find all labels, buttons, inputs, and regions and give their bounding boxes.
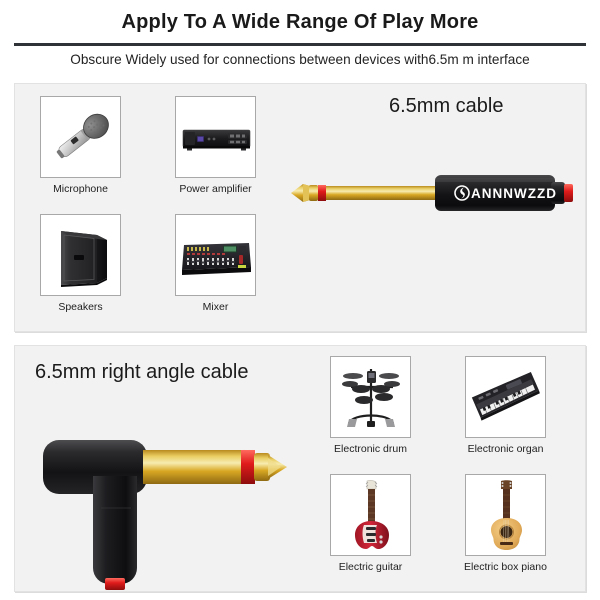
- thumbnail-caption: Electronic organ: [467, 443, 544, 455]
- electronic-organ-icon: [471, 371, 540, 421]
- thumbnail-caption: Microphone: [53, 183, 108, 195]
- plug-tip: [291, 184, 318, 202]
- speaker-icon: [61, 231, 107, 287]
- microphone-icon: [56, 113, 109, 159]
- list-item: Power amplifier: [168, 96, 263, 206]
- list-item: Electronic drum: [323, 356, 418, 466]
- page-header: Apply To A Wide Range Of Play More Obscu…: [0, 0, 600, 67]
- plug-ring: [241, 450, 255, 484]
- plug-ring: [318, 185, 326, 201]
- plug-shaft: [143, 450, 247, 484]
- plug-shaft: [326, 186, 438, 200]
- connector-body: [435, 175, 555, 211]
- thumbnail-mixer: [175, 214, 256, 296]
- thumbnail-caption: Mixer: [202, 301, 229, 313]
- power-amplifier-icon: [182, 129, 251, 151]
- panel-right-angle-cable: 6.5mm right angle cable: [14, 345, 586, 592]
- heading-right-angle-cable: 6.5mm right angle cable: [35, 361, 249, 383]
- device-thumbnail-grid-top: Microphone: [33, 96, 263, 324]
- thumbnail-electric-box-piano: [465, 474, 546, 556]
- thumbnail-speakers: [40, 214, 121, 296]
- connector-handle: [93, 476, 137, 584]
- title-divider: [14, 43, 586, 46]
- panel-straight-cable: 6.5mm cable: [14, 83, 586, 332]
- thumbnail-electronic-drum: [330, 356, 411, 438]
- thumbnail-electronic-organ: [465, 356, 546, 438]
- plug-tip: [254, 453, 287, 481]
- thumbnail-power-amplifier: [175, 96, 256, 178]
- thumbnail-caption: Electric box piano: [464, 561, 547, 573]
- heading-straight-cable: 6.5mm cable: [389, 95, 504, 117]
- page-title: Apply To A Wide Range Of Play More: [121, 11, 479, 33]
- electronic-drum-icon: [342, 369, 400, 427]
- device-thumbnail-grid-bottom: Electronic drum: [323, 356, 553, 584]
- list-item: Electric guitar: [323, 474, 418, 584]
- thumbnail-electric-guitar: [330, 474, 411, 556]
- page-subtitle: Obscure Widely used for connections betw…: [70, 52, 530, 67]
- electric-guitar-icon: [355, 480, 389, 549]
- product-image-straight-cable: ANNNWZZD: [283, 162, 579, 224]
- list-item: Electric box piano: [458, 474, 553, 584]
- list-item: Microphone: [33, 96, 128, 206]
- thumbnail-caption: Power amplifier: [179, 183, 252, 195]
- list-item: Speakers: [33, 214, 128, 324]
- thumbnail-caption: Electric guitar: [338, 561, 403, 573]
- thumbnail-caption: Speakers: [58, 301, 103, 313]
- thumbnail-microphone: [40, 96, 121, 178]
- strain-relief: [564, 184, 573, 202]
- product-image-right-angle-cable: [35, 416, 317, 590]
- list-item: Mixer: [168, 214, 263, 324]
- brand-swoosh-logo: [454, 185, 470, 201]
- acoustic-guitar-icon: [491, 480, 522, 550]
- thumbnail-caption: Electronic drum: [334, 443, 407, 455]
- list-item: Electronic organ: [458, 356, 553, 466]
- strain-relief: [105, 578, 125, 590]
- mixer-icon: [182, 243, 251, 275]
- brand-name: ANNNWZZD: [471, 186, 557, 201]
